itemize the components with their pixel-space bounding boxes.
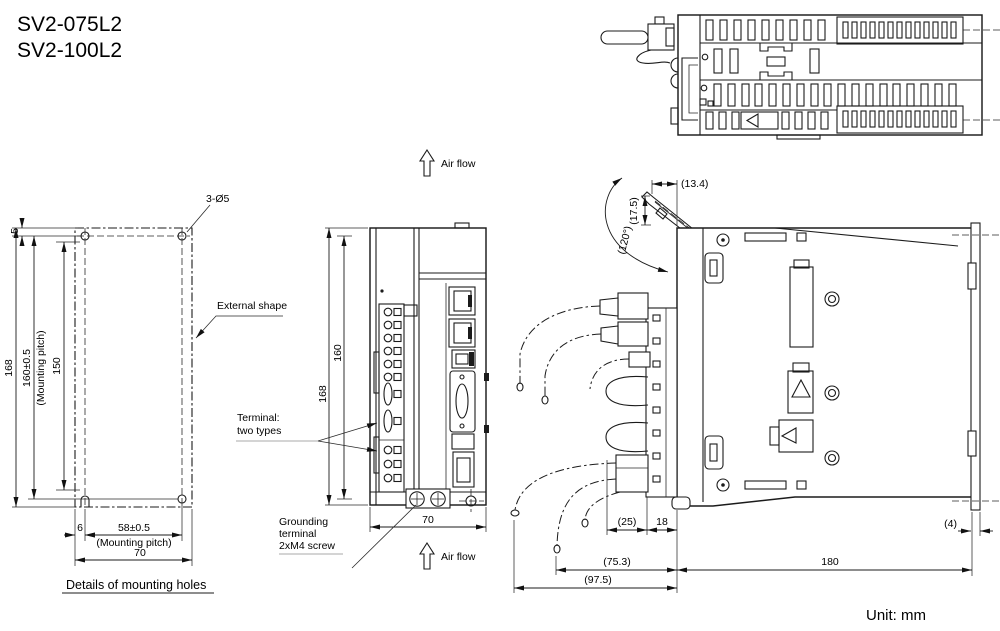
io-connector xyxy=(449,370,476,433)
dim-connector-depth: 18 xyxy=(656,516,668,528)
terminal-strip xyxy=(373,289,418,493)
terminal-label-line1: Terminal: xyxy=(237,412,280,424)
front-dim-width: 70 xyxy=(422,514,434,526)
dim-height-inner: 150 xyxy=(51,357,63,375)
din-latch-area xyxy=(701,43,820,80)
grounding-label-line2: terminal xyxy=(279,528,316,540)
dim-height-pitch: 160±0.5 xyxy=(21,349,33,387)
grounding-label-line3: 2xM4 screw xyxy=(279,540,335,552)
front-dim-height-overall: 168 xyxy=(317,385,329,403)
grounding-label-line1: Grounding xyxy=(279,516,328,528)
dim-width-pitch: 58±0.5 xyxy=(118,522,150,534)
front-dim-height-pitch: 160 xyxy=(332,344,344,362)
dim-depth-with-connectors: (75.3) xyxy=(603,556,630,568)
view-caption: Details of mounting holes xyxy=(66,578,206,592)
terminal-label-line2: two types xyxy=(237,425,281,437)
airflow-up-icon-bottom xyxy=(418,541,436,570)
mounting-slot-bottom-left xyxy=(80,495,90,507)
mounting-hole-top-right xyxy=(177,231,187,241)
dim-body-depth: 180 xyxy=(821,556,839,568)
dim-cover-depth: (13.4) xyxy=(681,178,708,190)
usb-port xyxy=(451,349,476,369)
top-view-plug-assembly xyxy=(600,16,698,125)
din-rail-bar xyxy=(970,222,981,511)
side-body-outline xyxy=(676,227,973,507)
front-view: Air flow xyxy=(236,148,489,570)
encoder-connector xyxy=(452,451,475,488)
dim-height-pitch-note: (Mounting pitch) xyxy=(35,330,47,405)
title-block: SV2-075L2 SV2-100L2 xyxy=(17,13,122,62)
dim-width-overall: 70 xyxy=(134,547,146,559)
dim-depth-with-cables: (97.5) xyxy=(584,574,611,586)
side-view: (13.4) (17.5) (120°) xyxy=(510,177,1000,593)
dim-top-offset: 5 xyxy=(9,228,21,234)
dim-din-gap: (4) xyxy=(944,518,957,530)
front-body-outline xyxy=(369,227,487,506)
model-number-1: SV2-075L2 xyxy=(17,13,122,36)
top-view xyxy=(600,14,1000,140)
airflow-up-icon xyxy=(418,148,436,177)
dim-cover-angle: (120°) xyxy=(616,225,635,256)
grounding-terminal xyxy=(405,488,451,509)
dim-width-pitch-note: (Mounting pitch) xyxy=(96,537,171,549)
dim-height-overall: 168 xyxy=(3,359,15,377)
dim-cover-height: (17.5) xyxy=(628,197,640,224)
vent-box-top xyxy=(836,16,964,45)
top-body-outline xyxy=(677,14,983,136)
external-shape-label: External shape xyxy=(217,300,287,312)
direction-triangle-icon xyxy=(745,113,759,128)
external-outline-phantom xyxy=(74,227,193,508)
vent-slots-top-row xyxy=(705,19,826,41)
mounting-holes-view: 5 168 160±0.5 (Mounting pitch) 150 6 58±… xyxy=(3,193,287,594)
vent-slots-bottom-row xyxy=(705,111,829,130)
rj45-port-1 xyxy=(448,286,476,316)
unit-note: Unit: mm xyxy=(866,607,926,624)
cables xyxy=(510,305,649,554)
front-face-connector-strip xyxy=(645,307,678,498)
comm-connectors xyxy=(448,286,489,488)
airflow-bottom-label: Air flow xyxy=(441,551,476,563)
rj45-port-2 xyxy=(448,318,476,348)
hole-callout: 3-Ø5 xyxy=(206,193,230,205)
dim-bottom-left-offset: 6 xyxy=(77,522,83,534)
cable-plugs xyxy=(599,292,651,493)
dim-cable-bend: (25) xyxy=(618,516,637,528)
vent-box-bottom xyxy=(836,105,964,134)
model-number-2: SV2-100L2 xyxy=(17,39,122,62)
airflow-top-label: Air flow xyxy=(441,158,476,170)
